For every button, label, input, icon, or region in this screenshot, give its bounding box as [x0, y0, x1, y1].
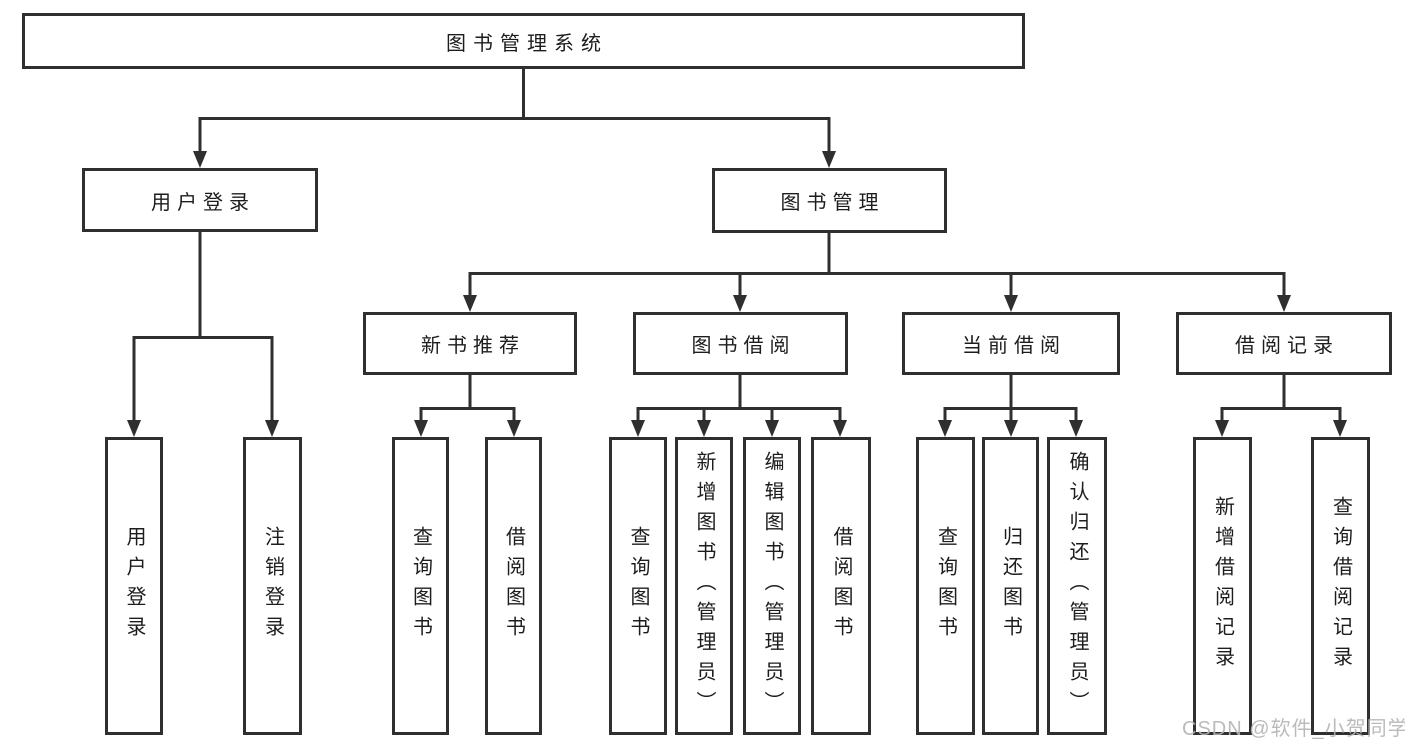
csdn-watermark: CSDN @软件_小贺同学: [1182, 718, 1405, 740]
arrowhead-leaf-borrow-book-a: [507, 420, 521, 437]
arrowhead-borrow-record: [1277, 295, 1291, 312]
arrowhead-leaf-query-record: [1333, 420, 1347, 437]
leaf-return-book: 归还图书: [982, 437, 1039, 735]
leaf-query-book-a: 查询图书: [392, 437, 449, 735]
arrowhead-user-login: [193, 151, 207, 168]
arrowhead-leaf-add-book: [697, 420, 711, 437]
arrowhead-leaf-query-book-a: [414, 420, 428, 437]
leaf-edit-book-admin: 编辑图书（管理员）: [743, 437, 801, 735]
arrowhead-leaf-query-book-c: [938, 420, 952, 437]
leaf-query-book-c-label: 查询图书: [934, 526, 957, 646]
arrowhead-leaf-return-book: [1004, 420, 1018, 437]
node-borrow-record: 借阅记录: [1176, 312, 1392, 375]
leaf-query-book-a-label: 查询图书: [409, 526, 432, 646]
connector-user-login-branch: [132, 232, 274, 422]
arrowhead-book-mgmt: [822, 151, 836, 168]
arrowhead-leaf-query-book-b: [631, 420, 645, 437]
leaf-add-borrow-record: 新增借阅记录: [1193, 437, 1252, 735]
arrowhead-leaf-confirm-return: [1069, 420, 1083, 437]
node-book-mgmt-label: 图书管理: [780, 192, 885, 214]
node-new-book-rec-label: 新书推荐: [421, 335, 525, 357]
leaf-logout-label: 注销登录: [261, 526, 284, 646]
leaf-query-borrow-record: 查询借阅记录: [1311, 437, 1370, 735]
connector-book-borrow-branch: [636, 375, 842, 422]
leaf-query-borrow-record-label: 查询借阅记录: [1329, 496, 1352, 676]
arrowhead-current-borrow: [1004, 295, 1018, 312]
leaf-query-book-b-label: 查询图书: [627, 526, 649, 646]
connector-current-borrow-branch: [943, 375, 1078, 422]
leaf-borrow-book-b: 借阅图书: [811, 437, 871, 735]
node-current-borrow: 当前借阅: [902, 312, 1120, 375]
connector-level2-bar: [198, 117, 831, 153]
node-book-borrow: 图书借阅: [633, 312, 848, 375]
node-user-login-label: 用户登录: [151, 191, 255, 214]
leaf-borrow-book-a-label: 借阅图书: [502, 526, 525, 646]
arrowhead-leaf-edit-book: [765, 420, 779, 437]
arrowhead-leaf-user-login: [127, 420, 141, 437]
leaf-confirm-return-admin-label: 确认归还（管理员）: [1066, 451, 1088, 721]
node-root-label: 图书管理系统: [446, 32, 608, 55]
node-book-mgmt: 图书管理: [712, 168, 947, 233]
arrowhead-new-book-rec: [463, 295, 477, 312]
connector-borrow-record-branch: [1220, 375, 1342, 422]
leaf-borrow-book-a: 借阅图书: [485, 437, 542, 735]
node-current-borrow-label: 当前借阅: [962, 335, 1066, 357]
leaf-edit-book-admin-label: 编辑图书（管理员）: [761, 451, 783, 721]
node-borrow-record-label: 借阅记录: [1235, 335, 1339, 357]
leaf-query-book-c: 查询图书: [916, 437, 975, 735]
node-new-book-rec: 新书推荐: [363, 312, 577, 375]
arrowhead-leaf-borrow-book-b: [833, 420, 847, 437]
leaf-borrow-book-b-label: 借阅图书: [830, 526, 852, 646]
leaf-logout: 注销登录: [243, 437, 302, 735]
arrowhead-book-borrow: [733, 295, 747, 312]
leaf-return-book-label: 归还图书: [999, 526, 1022, 646]
leaf-user-login-label: 用户登录: [123, 526, 145, 646]
leaf-add-book-admin: 新增图书（管理员）: [675, 437, 733, 735]
leaf-add-book-admin-label: 新增图书（管理员）: [693, 451, 715, 721]
connector-book-mgmt-branch: [468, 233, 1286, 297]
leaf-query-book-b: 查询图书: [609, 437, 667, 735]
leaf-user-login: 用户登录: [105, 437, 163, 735]
arrowhead-leaf-logout: [265, 420, 279, 437]
arrowhead-leaf-add-record: [1215, 420, 1229, 437]
node-user-login: 用户登录: [82, 168, 318, 232]
node-root: 图书管理系统: [22, 13, 1025, 69]
leaf-confirm-return-admin: 确认归还（管理员）: [1047, 437, 1107, 735]
node-book-borrow-label: 图书借阅: [691, 335, 796, 357]
leaf-add-borrow-record-label: 新增借阅记录: [1211, 496, 1234, 676]
connector-new-book-rec-branch: [419, 375, 516, 422]
